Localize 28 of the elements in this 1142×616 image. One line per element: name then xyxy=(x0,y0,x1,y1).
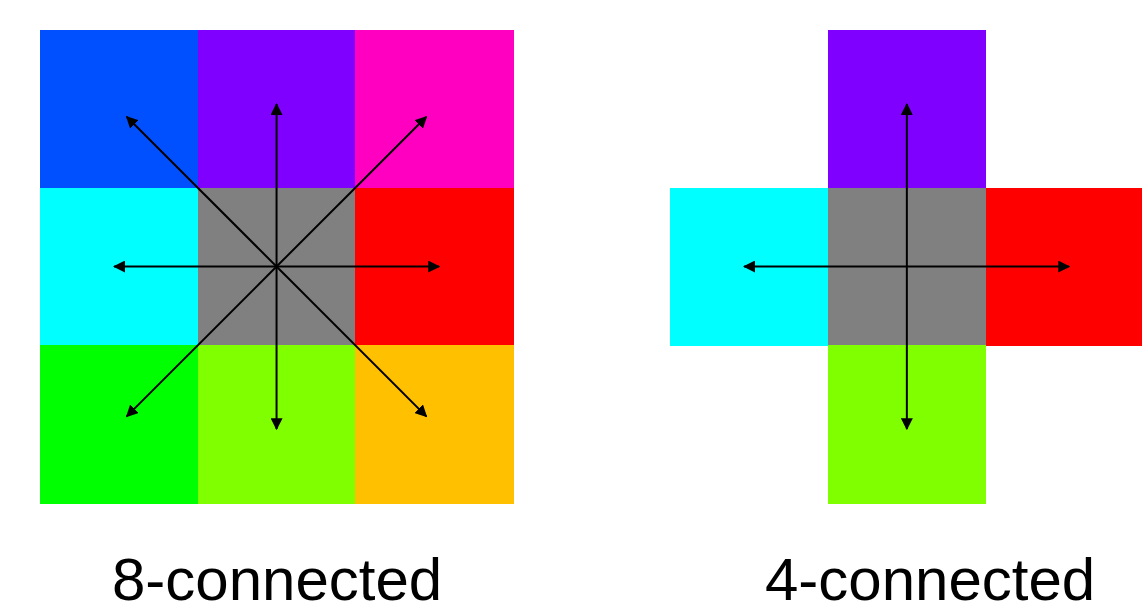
caption-label: 4-connected xyxy=(765,550,1096,610)
pixel-square xyxy=(828,187,987,346)
arrow xyxy=(125,265,278,418)
pixel-square xyxy=(197,187,356,346)
arrow xyxy=(275,260,441,273)
arrow xyxy=(112,260,278,273)
pixel-square xyxy=(40,345,199,504)
pixel-square xyxy=(985,187,1142,346)
arrow xyxy=(275,115,428,268)
pixel-square xyxy=(828,345,987,504)
arrow xyxy=(900,265,913,431)
arrow xyxy=(742,260,908,273)
pixel-square xyxy=(828,30,987,189)
arrow xyxy=(270,102,283,268)
pixel-square xyxy=(355,187,514,346)
caption-label: 8-connected xyxy=(112,550,443,610)
pixel-square xyxy=(355,345,514,504)
pixel-square xyxy=(40,187,199,346)
pixel-square xyxy=(355,30,514,189)
arrow xyxy=(270,265,283,431)
arrow xyxy=(900,102,913,268)
arrow xyxy=(905,260,1071,273)
pixel-square xyxy=(670,187,829,346)
pixel-square xyxy=(40,30,199,189)
arrow xyxy=(275,265,428,418)
arrow xyxy=(125,115,278,268)
pixel-square xyxy=(197,345,356,504)
pixel-square xyxy=(197,30,356,189)
